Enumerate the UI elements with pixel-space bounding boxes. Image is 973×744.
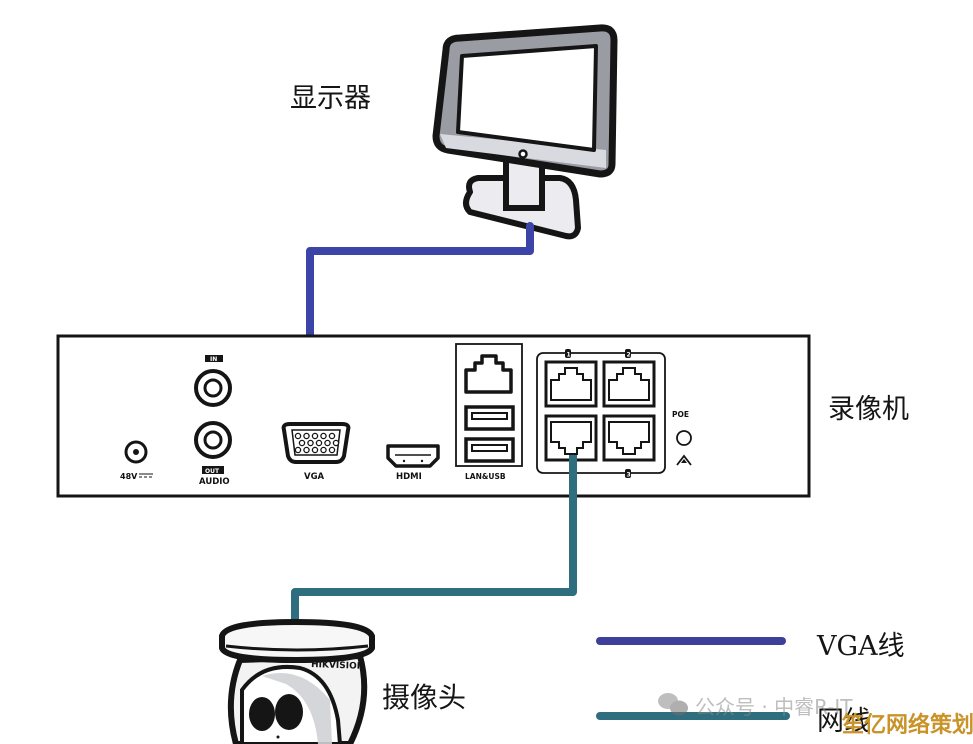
audio-out-jack[interactable] (194, 421, 232, 459)
monitor-label: 显示器 (290, 83, 371, 114)
poe-port-2[interactable] (602, 360, 656, 408)
audio-out-badge (202, 466, 224, 474)
vga-pin (294, 432, 302, 440)
camera-lens-2 (275, 694, 303, 730)
hdmi-label: HDMI (396, 472, 422, 482)
nvr-body (56, 334, 811, 498)
vga-pin (328, 446, 336, 454)
dome-camera (219, 619, 375, 744)
audio-label: AUDIO (199, 477, 230, 487)
lan-usb-label: LAN&USB (465, 472, 506, 481)
legend-label-vga: VGA线 (816, 631, 905, 662)
poe-port-4[interactable] (602, 414, 656, 462)
power-jack[interactable] (124, 440, 148, 464)
vga-pin (298, 439, 306, 447)
audio-in-label: IN (210, 356, 217, 363)
hdmi-port[interactable] (386, 444, 440, 468)
camera-label: 摄像头 (382, 681, 466, 714)
audio-in-jack[interactable] (194, 369, 232, 407)
legend: VGA线 网线 (596, 631, 905, 737)
vga-port[interactable] (281, 422, 351, 464)
network-cable (291, 455, 577, 623)
usb-port-1[interactable] (464, 405, 515, 431)
poe-label: POE (672, 410, 689, 419)
poe-port-badge-1 (565, 349, 571, 358)
poe-port-1[interactable] (544, 360, 598, 408)
poe-port-badge-2 (625, 349, 631, 358)
monitor-power-dot (518, 149, 528, 159)
watermark-text-1: 公众号 · 中睿R-IT (695, 695, 853, 719)
poe-port-number-1: 1 (567, 352, 571, 359)
vga-pin (303, 446, 310, 454)
audio-out-label: OUT (205, 468, 220, 475)
vga-pin (307, 439, 314, 447)
poe-port-3[interactable] (544, 414, 598, 462)
vga-pin (320, 432, 327, 440)
vga-label: VGA (304, 472, 325, 482)
monitor-screen (456, 44, 598, 152)
vga-pin (294, 446, 302, 454)
poe-port-badge-3 (625, 469, 631, 478)
power-label: 48V (120, 472, 138, 481)
vga-pin (311, 432, 319, 440)
vga-pin (303, 432, 310, 440)
camera-lens-1 (249, 697, 275, 731)
audio-in-badge (205, 355, 223, 362)
poe-port-number-3: 3 (627, 472, 631, 479)
camera-brand: HIKVISION (311, 660, 365, 672)
dc-symbol (139, 473, 153, 478)
nvr-label: 录像机 (828, 394, 909, 425)
watermark: 公众号 · 中睿R-IT (658, 693, 853, 719)
poe-indicator-led (676, 430, 692, 446)
vga-pin (320, 446, 327, 454)
wechat-icon (658, 693, 688, 716)
vga-pin (311, 446, 319, 454)
vga-pin (315, 439, 323, 447)
lan-port[interactable] (464, 354, 513, 394)
poe-symbol-icon (676, 454, 692, 466)
watermark-text-2: 笙亿网络策划 (841, 712, 973, 738)
legend-label-network: 网线 (817, 706, 871, 737)
monitor (432, 24, 618, 240)
poe-port-number-2: 2 (627, 352, 631, 359)
vga-pin (328, 432, 336, 440)
vga-pin (332, 439, 340, 447)
usb-port-2[interactable] (464, 437, 515, 463)
vga-pin (324, 439, 331, 447)
